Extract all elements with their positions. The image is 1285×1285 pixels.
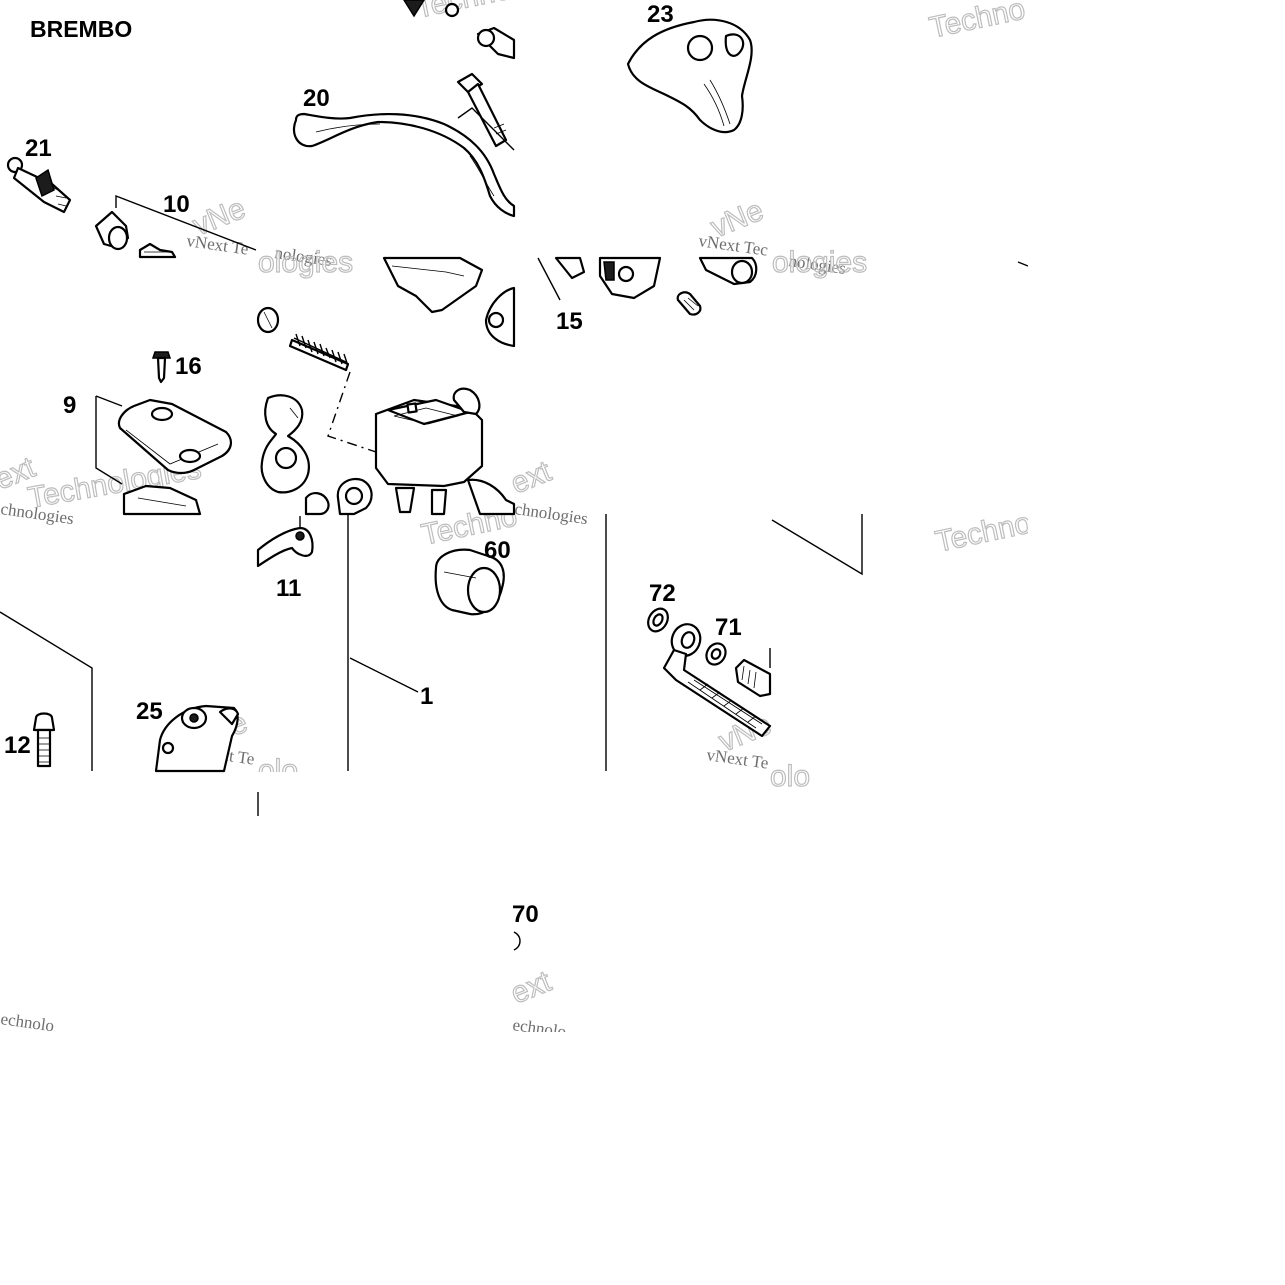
diagram-tile-14 [513, 931, 521, 951]
diagram-tile-7 [537, 256, 758, 316]
watermark-text: ext [506, 965, 556, 1011]
diagram-tile-6 [256, 256, 516, 516]
brand-label: BREMBO [30, 16, 132, 42]
brake-hose [662, 623, 772, 738]
leader-line [457, 107, 515, 151]
washer-fragment [513, 931, 521, 951]
callout-21: 21 [25, 135, 52, 162]
part-16-screw [151, 351, 172, 384]
callout-71: 71 [715, 614, 742, 641]
leader-line [771, 514, 863, 576]
piston-seal [256, 306, 280, 334]
watermark-text: chnologies [513, 499, 589, 528]
diagram-tile-9 [0, 611, 240, 773]
pivot-bracket [260, 394, 330, 516]
leader-line [95, 396, 123, 485]
callout-9: 9 [63, 392, 76, 419]
diagram-tile-1: BREMBO [6, 16, 257, 259]
diagram-tile-3 [626, 18, 753, 134]
leader-line [1017, 261, 1029, 267]
part-12-bolt [32, 712, 56, 768]
diagram-tile-5 [95, 351, 232, 516]
grub-screw [676, 291, 702, 316]
callout-72: 72 [649, 580, 676, 607]
callout-25: 25 [136, 698, 163, 725]
part-60-bushing [434, 548, 505, 616]
callout-labels: 23 20 21 10 15 16 9 60 11 72 71 1 25 12 … [4, 1, 742, 928]
watermark-text: olo [770, 760, 810, 793]
diagram-tile-12 [771, 514, 863, 576]
part-10-boot [94, 210, 177, 259]
piston-top-fitting [484, 286, 516, 348]
banjo-bolt [734, 648, 772, 698]
part-25-clamp [154, 704, 240, 773]
callout-16: 16 [175, 353, 202, 380]
watermark-text: vNe [706, 194, 768, 245]
leader-line [537, 257, 561, 301]
leader-line [349, 657, 419, 693]
callout-11: 11 [276, 575, 301, 602]
diagram-tile-8 [1017, 261, 1029, 267]
axis-line [327, 371, 377, 453]
leader-line [0, 611, 93, 771]
leader-line [115, 194, 257, 251]
part-20-lever [292, 112, 516, 218]
callout-60: 60 [484, 537, 511, 564]
master-cylinder-body [336, 387, 516, 516]
part-72-washer [647, 607, 669, 633]
watermark-layer: Techno Techno Techno vNext Te vNext Tec … [0, 0, 1035, 1041]
part-11-seal [256, 516, 314, 568]
watermark-text: ext [506, 455, 556, 501]
reservoir-gasket [122, 484, 202, 516]
part-23-lever-guard [626, 18, 753, 134]
watermark-text: ologies [258, 246, 353, 279]
callout-23: 23 [647, 1, 674, 28]
part-71-washer [705, 642, 727, 666]
part-15-clamp [554, 256, 662, 300]
watermark-text: ologies [772, 246, 867, 279]
part-21-adjuster-screw [6, 156, 72, 214]
pivot-bolt [456, 72, 508, 148]
callout-1: 1 [420, 683, 433, 710]
watermark-text: vNe [188, 192, 250, 243]
reservoir-body-top [382, 256, 484, 314]
watermark-text: Techno [927, 0, 1028, 45]
diagram-tile-2 [292, 0, 516, 218]
diagram-tile-11 [605, 514, 772, 771]
callout-20: 20 [303, 85, 330, 112]
callout-70: 70 [512, 901, 539, 928]
diagram-tile-10 [256, 514, 505, 816]
watermark-text: echnolo [0, 1009, 55, 1035]
spring [288, 333, 350, 372]
callout-15: 15 [556, 308, 583, 335]
part-9-reservoir-cap [117, 398, 232, 475]
callout-10: 10 [163, 191, 190, 218]
callout-12: 12 [4, 732, 31, 759]
banjo-fitting [403, 0, 516, 60]
leader-line [95, 395, 123, 407]
watermark-text: Techno [413, 0, 514, 25]
watermark-text: Techno [933, 506, 1034, 558]
bushing-15 [698, 256, 758, 286]
